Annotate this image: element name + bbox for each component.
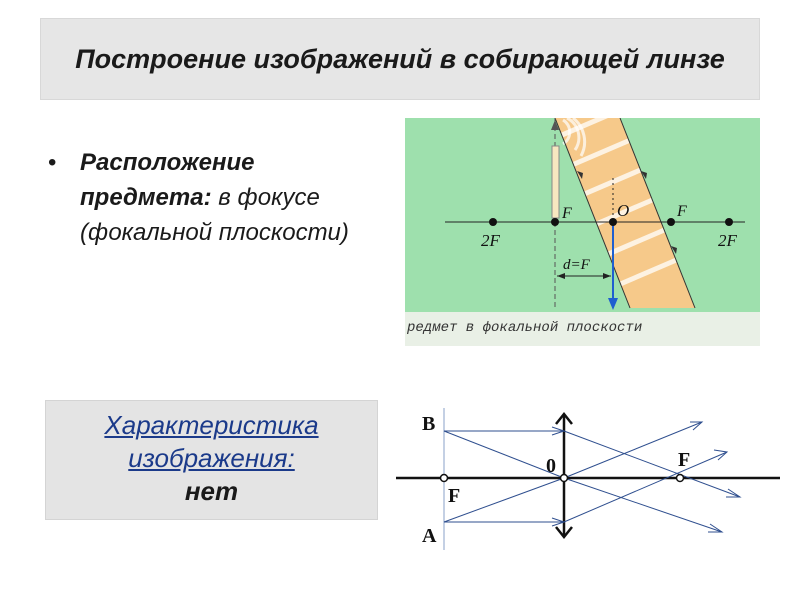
label-f-left: F (561, 205, 572, 222)
ray-arrowhead (641, 171, 647, 179)
characteristic-value: нет (184, 476, 239, 506)
bullet-label: Расположение предмета: (80, 149, 255, 211)
slide-title: Построение изображений в собирающей линз… (75, 44, 725, 74)
lens-top-arrow (555, 411, 573, 425)
title-box: Построение изображений в собирающей линз… (40, 18, 760, 100)
point-f-left (551, 218, 559, 226)
ray-diagram: B A F 0 F (396, 408, 780, 550)
label-b: B (422, 413, 435, 435)
label-zero: 0 (546, 455, 556, 477)
distance-arrowhead (603, 273, 611, 279)
point-o (609, 218, 617, 226)
object-arrow-tip (551, 120, 559, 130)
ray-left-edge (554, 118, 631, 309)
label-2f-left: 2F (481, 231, 501, 250)
object-candle (551, 145, 560, 219)
ray-right-edge (619, 118, 696, 309)
diagram-point-f-right (675, 473, 685, 483)
label-f-right-diagram: F (678, 449, 690, 471)
lens-bottom-arrow (555, 526, 573, 540)
rays (443, 421, 741, 533)
ray-arrowhead (671, 246, 677, 254)
label-f-left-diagram: F (448, 485, 460, 507)
bullet-text: Расположение предмета: в фокусе (фокальн… (80, 145, 388, 250)
characteristic-heading-line1: Характеристика (104, 410, 319, 440)
label-d-equals-f: d=F (563, 257, 591, 273)
label-a: A (422, 525, 437, 547)
band-stripes (555, 118, 682, 291)
point-f-right (667, 218, 675, 226)
illustration-caption: редмет в фокальной плоскости (406, 319, 642, 336)
label-2f-right: 2F (718, 231, 738, 250)
diagram-point-zero (559, 473, 569, 483)
bullet-item: • Расположение предмета: в фокусе (фокал… (48, 145, 388, 250)
bullet-value: в фокусе (фокальной плоскости) (80, 184, 349, 246)
image-ray-arrowhead (608, 298, 618, 310)
label-o: O (617, 201, 629, 220)
distance-arrowhead (557, 273, 565, 279)
characteristic-heading-line2: изображения: (128, 443, 295, 473)
ray-arrowheads (551, 421, 742, 533)
bullet-dot: • (48, 149, 57, 176)
label-f-right: F (676, 203, 687, 220)
point-2f-right (725, 218, 733, 226)
ray-arrowhead (577, 171, 583, 179)
point-2f-left (489, 218, 497, 226)
diagram-point-f-left (439, 473, 449, 483)
characteristic-box: Характеристика изображения: нет (45, 400, 378, 520)
caption-strip (405, 312, 760, 346)
lens-illustration: 2F F O F 2F d=F редмет в фокальной плоск… (405, 118, 760, 346)
